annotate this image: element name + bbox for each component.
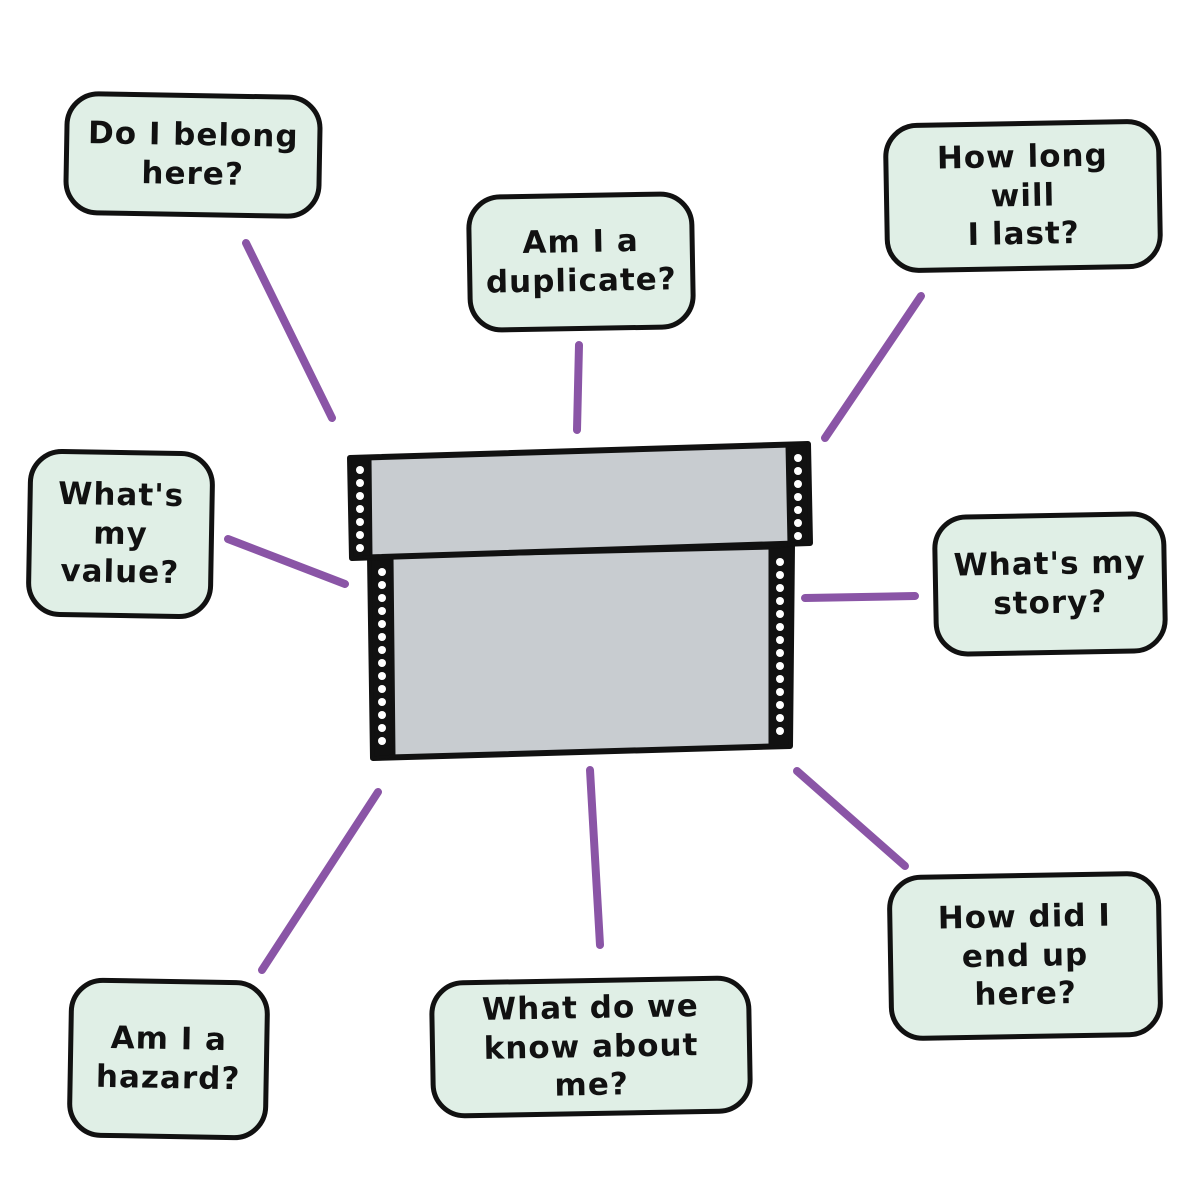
- stitch-dot: [776, 571, 784, 579]
- stitch-dot: [378, 568, 386, 576]
- connector-last: [821, 292, 925, 442]
- stitch-dot: [378, 594, 386, 602]
- stitch-dot: [776, 610, 784, 618]
- question-text-hazard: Am I a hazard?: [95, 1020, 241, 1098]
- question-text-last: How long will I last?: [936, 137, 1109, 254]
- question-bubble-value: What's my value?: [25, 448, 216, 620]
- stitch-dot: [378, 724, 386, 732]
- connector-story: [801, 592, 919, 602]
- question-text-duplicate: Am I a duplicate?: [485, 223, 678, 301]
- stitch-dot: [794, 519, 802, 527]
- stitch-dot: [776, 558, 784, 566]
- connector-hazard: [258, 788, 382, 974]
- stitch-dot: [794, 532, 802, 540]
- stitch-dot: [776, 584, 784, 592]
- stitch-dot: [356, 505, 364, 513]
- box-body: [367, 543, 795, 761]
- box-lid: [347, 441, 813, 561]
- question-bubble-last: How long will I last?: [882, 118, 1164, 274]
- question-text-know: What do we know about me?: [481, 987, 699, 1105]
- stitch-dot: [776, 675, 784, 683]
- stitch-dot: [776, 623, 784, 631]
- stitch-dot: [356, 544, 364, 552]
- question-bubble-story: What's my story?: [931, 510, 1169, 658]
- question-bubble-end-up: How did I end up here?: [886, 870, 1164, 1042]
- stitch-dot: [776, 727, 784, 735]
- stitch-dot: [794, 480, 802, 488]
- connector-know: [586, 766, 604, 949]
- stitch-dot: [794, 506, 802, 514]
- stitch-dot: [378, 711, 386, 719]
- stitch-dot: [378, 620, 386, 628]
- question-text-value: What's my value?: [57, 475, 185, 592]
- question-bubble-hazard: Am I a hazard?: [66, 977, 271, 1141]
- stitch-dot: [776, 649, 784, 657]
- stitch-dot: [776, 597, 784, 605]
- stitch-dot: [776, 701, 784, 709]
- stitch-dot: [356, 492, 364, 500]
- question-text-story: What's my story?: [953, 544, 1147, 622]
- stitch-dot: [378, 581, 386, 589]
- stitch-dot: [794, 467, 802, 475]
- stitch-dot: [378, 737, 386, 745]
- question-bubble-belong: Do I belong here?: [62, 90, 324, 220]
- connector-duplicate: [573, 341, 583, 434]
- stitch-dot: [378, 646, 386, 654]
- stitch-dot: [378, 659, 386, 667]
- stitch-dot: [356, 531, 364, 539]
- stitch-dot: [378, 607, 386, 615]
- stitch-dot: [776, 688, 784, 696]
- connector-lines: [224, 239, 925, 974]
- archive-box-icon: [347, 441, 813, 761]
- question-text-belong: Do I belong here?: [87, 115, 299, 193]
- stitch-dot: [356, 479, 364, 487]
- stitch-dot: [794, 454, 802, 462]
- stitch-dot: [378, 672, 386, 680]
- box-stitches: [356, 454, 802, 745]
- stitch-dot: [776, 636, 784, 644]
- stitch-dot: [378, 633, 386, 641]
- stitch-dot: [776, 662, 784, 670]
- question-bubble-duplicate: Am I a duplicate?: [465, 191, 697, 333]
- connector-end-up: [793, 767, 909, 870]
- stitch-dot: [378, 698, 386, 706]
- question-bubble-know: What do we know about me?: [428, 975, 754, 1119]
- connector-belong: [242, 239, 336, 422]
- stitch-dot: [776, 714, 784, 722]
- stitch-dot: [356, 518, 364, 526]
- stitch-dot: [356, 466, 364, 474]
- stitch-dot: [794, 493, 802, 501]
- stitch-dot: [378, 685, 386, 693]
- connector-value: [224, 535, 349, 588]
- question-text-end-up: How did I end up here?: [937, 897, 1112, 1014]
